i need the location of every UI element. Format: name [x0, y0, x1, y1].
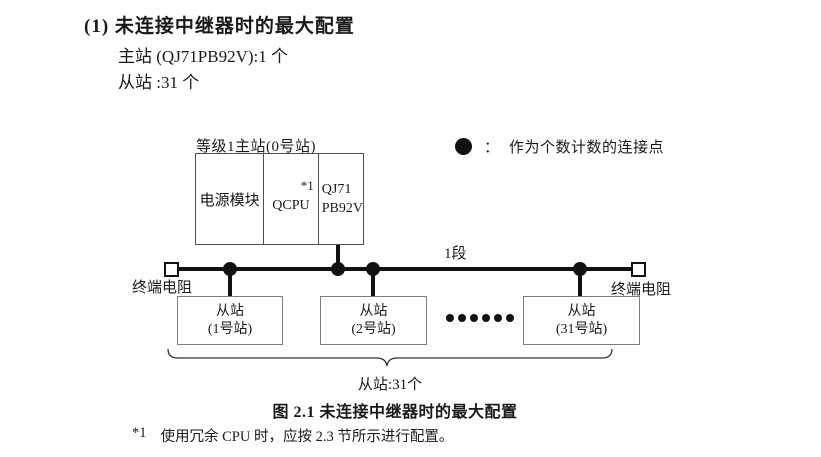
qcpu-label: QCPU [272, 198, 310, 213]
slave1-drop-line [228, 270, 232, 297]
master-station-box: 电源模块 *1 QCPU QJ71 PB92V [195, 153, 364, 245]
pb92v-line: PB92V [321, 201, 363, 216]
power-module-cell: 电源模块 [196, 154, 265, 244]
slave-station-number: (31号站) [555, 321, 608, 337]
connection-point-dot-icon [223, 262, 237, 276]
terminating-resistor-right-icon [631, 262, 646, 277]
terminating-resistor-right-label: 终端电阻 [611, 282, 672, 298]
slave-station-number: (1号站) [207, 321, 253, 337]
footnote-marker: *1 [132, 425, 147, 441]
slave-label: 从站 [216, 303, 244, 319]
section-heading: (1) 未连接中继器时的最大配置 [84, 16, 355, 37]
brace-annotation: 从站:31个 [357, 377, 423, 393]
slave-label: 从站 [567, 303, 596, 319]
master-count-line: 主站 (QJ71PB92V):1 个 [118, 47, 289, 66]
connection-point-dot-icon [331, 262, 345, 276]
ellipsis-dots-icon [446, 314, 514, 322]
footnote: *1 使用冗余 CPU 时，应按 2.3 节所示进行配置。 [132, 425, 453, 446]
legend-label: 作为个数计数的连接点 [509, 140, 665, 156]
qcpu-cell: *1 QCPU [264, 154, 319, 244]
connection-point-dot-icon [366, 262, 380, 276]
brace-icon [167, 349, 613, 367]
legend-separator: ： [484, 140, 500, 156]
slave-station-box-31: 从站 (31号站) [523, 296, 640, 345]
terminating-resistor-left-icon [164, 262, 179, 277]
qj71-line: QJ71 [321, 182, 352, 197]
master-station-label: 等级1主站(0号站) [196, 139, 316, 155]
footnote-text: 使用冗余 CPU 时，应按 2.3 节所示进行配置。 [160, 429, 454, 445]
connection-point-dot-icon [573, 262, 587, 276]
slave2-drop-line [371, 270, 375, 297]
figure-caption: 图 2.1 未连接中继器时的最大配置 [272, 404, 518, 421]
legend: ： 作为个数计数的连接点 [455, 136, 664, 157]
segment-label: 1段 [444, 246, 467, 262]
qj71pb92v-cell: QJ71 PB92V [319, 154, 363, 244]
slave-count-line: 从站 :31 个 [118, 73, 200, 92]
master-drop-line [336, 245, 340, 269]
terminating-resistor-left-label: 终端电阻 [132, 280, 193, 296]
slave-station-number: (2号站) [351, 321, 396, 337]
slave31-drop-line [578, 270, 582, 297]
slave-label: 从站 [359, 303, 388, 319]
bus-line [178, 267, 633, 271]
footnote-ref: *1 [300, 178, 314, 193]
slave-station-box-1: 从站 (1号站) [177, 296, 283, 345]
slave-station-box-2: 从站 (2号站) [320, 296, 427, 345]
connection-point-dot-icon [455, 138, 472, 155]
